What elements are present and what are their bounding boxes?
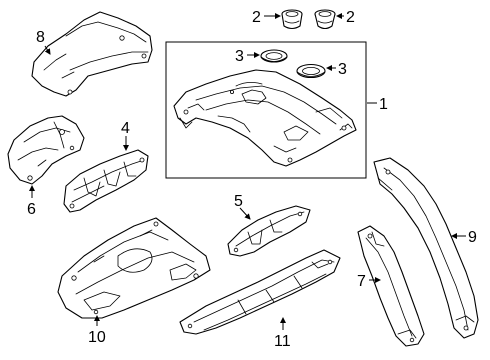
callout-4: 4 [121, 120, 130, 137]
callout-1: 1 [379, 96, 388, 113]
leader-lines [29, 13, 466, 330]
part-6-bracket-shield [7, 115, 85, 185]
part-3-ring-right [296, 63, 326, 79]
part-10-floor-shield [57, 217, 211, 319]
part-9-long-shield [373, 157, 479, 339]
callout-labels: 1 2 2 3 3 4 5 6 7 8 9 10 11 [27, 9, 477, 350]
part-7-tall-shield [357, 225, 425, 347]
leader-8 [44, 45, 51, 55]
callout-8: 8 [36, 29, 45, 46]
callout-9: 9 [468, 229, 477, 246]
callout-11: 11 [274, 333, 291, 350]
part-1-engine-cover [173, 69, 357, 167]
part-2-grommet-left [281, 9, 303, 30]
part-3-ring-left [260, 49, 288, 63]
callout-3-left: 3 [235, 48, 244, 65]
leader-5 [239, 207, 251, 220]
callout-3-right: 3 [338, 61, 347, 78]
callout-2-left: 2 [252, 9, 261, 26]
callout-6: 6 [27, 201, 36, 218]
engine-cover-group-box [165, 41, 367, 179]
part-2-grommet-right [314, 9, 336, 30]
callout-5: 5 [234, 193, 243, 210]
part-4-manifold-shield [63, 149, 149, 213]
callout-7: 7 [357, 273, 366, 290]
callout-10: 10 [88, 329, 106, 346]
part-11-tunnel-shield [179, 249, 341, 335]
callout-2-right: 2 [346, 9, 355, 26]
part-8-heat-shield [31, 11, 153, 97]
part-5-side-shield [227, 205, 311, 257]
